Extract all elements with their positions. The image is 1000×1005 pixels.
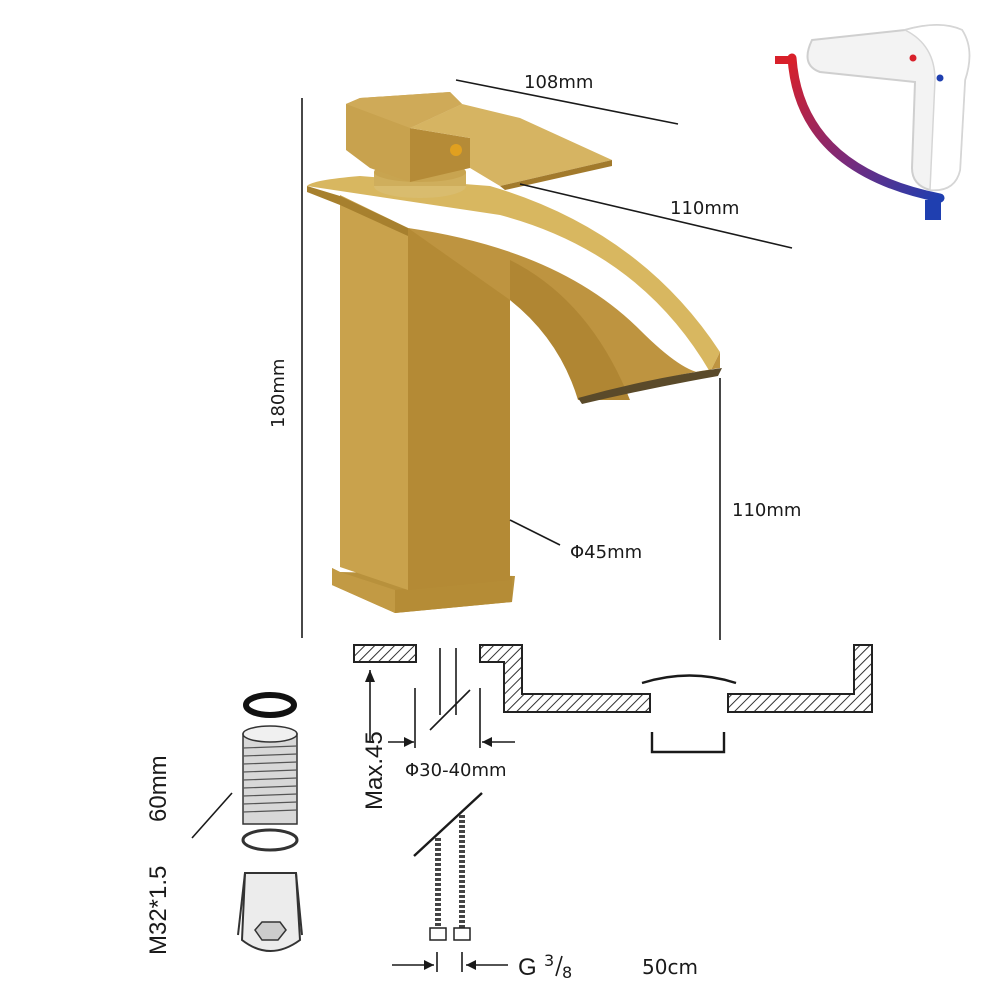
spout-height-label: 110mm bbox=[732, 500, 801, 521]
svg-text:8: 8 bbox=[562, 963, 572, 982]
svg-text:G: G bbox=[518, 954, 537, 981]
thread-size-label: M32*1.5 bbox=[145, 866, 172, 955]
spout-length-label: 110mm bbox=[670, 198, 739, 219]
sink-cross-section-icon bbox=[353, 644, 873, 754]
waterfall-faucet-icon bbox=[307, 92, 722, 613]
total-height-label: 180mm bbox=[268, 359, 289, 428]
hose-length-label: 50cm bbox=[642, 955, 698, 979]
braided-hose-icon bbox=[392, 792, 508, 972]
base-diameter-label: Φ45mm bbox=[570, 542, 642, 563]
svg-text:3: 3 bbox=[544, 951, 554, 970]
hose-thread-label: G 3 8 bbox=[518, 951, 572, 982]
thread-length-label: 60mm bbox=[145, 755, 172, 822]
dimension-lines bbox=[301, 79, 793, 640]
handle-length-label: 108mm bbox=[524, 72, 593, 93]
mounting-kit-icon bbox=[191, 692, 303, 952]
deck-thickness-label: Max.45 bbox=[361, 731, 388, 810]
hot-cold-lever-icon bbox=[775, 24, 971, 220]
hole-diameter-label: Φ30-40mm bbox=[405, 760, 507, 781]
